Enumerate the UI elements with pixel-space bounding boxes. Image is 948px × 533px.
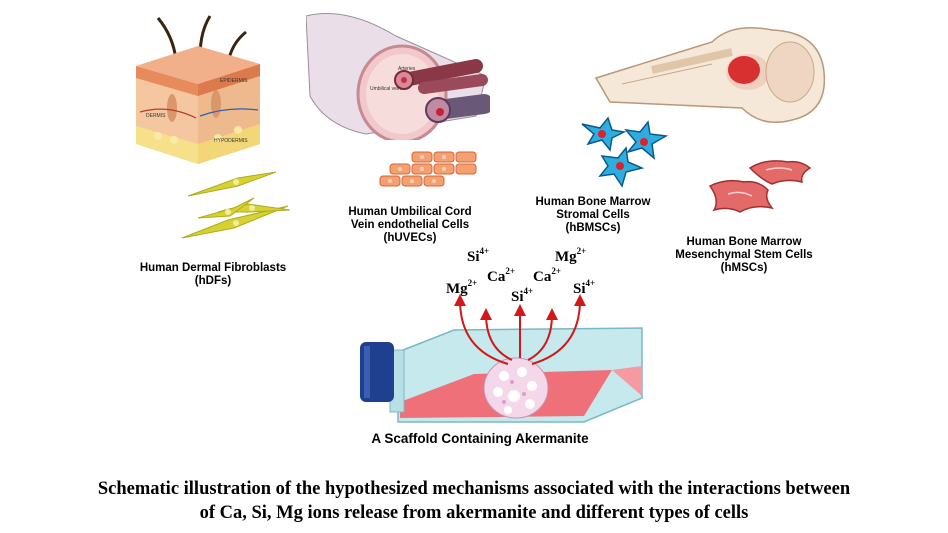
umbilical-vein-label: Umbilical vein xyxy=(370,86,401,92)
ion-label: Ca2+ xyxy=(533,266,561,285)
ion-label: Ca2+ xyxy=(487,266,515,285)
ion-release-arrows xyxy=(454,294,586,365)
ion-label: Mg2+ xyxy=(446,278,478,297)
ion-label: Si4+ xyxy=(573,278,596,297)
hypodermis-label: HYPODERMIS xyxy=(214,138,248,144)
skin-cross-section-illustration xyxy=(136,15,260,164)
hdf-label: Human Dermal Fibroblasts(hDFs) xyxy=(139,262,287,287)
culture-flask-illustration xyxy=(360,327,643,423)
fibroblast-cells xyxy=(181,171,291,239)
epidermis-label: EPIDERMIS xyxy=(220,78,248,84)
hmsc-cells xyxy=(708,160,812,213)
ion-label: Mg2+ xyxy=(555,246,587,265)
ion-label: Si4+ xyxy=(467,246,490,265)
umbilical-cord-illustration xyxy=(306,13,490,140)
figure-caption-line-1: Schematic illustration of the hypothesiz… xyxy=(97,479,851,499)
dermis-label: DERMIS xyxy=(146,113,166,119)
hbmsc-cells xyxy=(581,116,669,188)
scaffold-label: A Scaffold Containing Akermanite xyxy=(371,431,589,446)
arteries-label: Arteries xyxy=(398,66,416,72)
ion-label: Si4+ xyxy=(511,286,534,305)
figure-caption-line-2: of Ca, Si, Mg ions release from akermani… xyxy=(199,503,749,523)
bone-illustration xyxy=(594,27,826,123)
endothelial-cells xyxy=(379,151,477,187)
